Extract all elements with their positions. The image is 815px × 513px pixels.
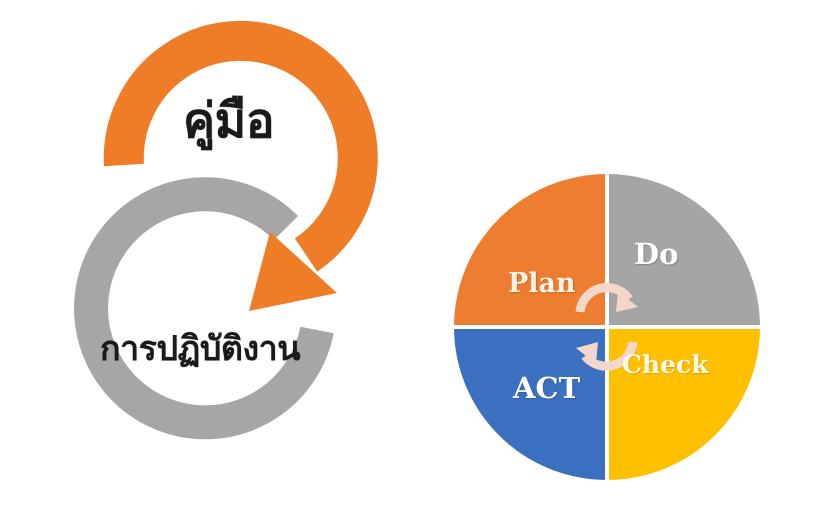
orange-arrowhead — [249, 232, 337, 311]
label-operation: การปฏิบัติงาน — [100, 329, 300, 369]
pdca-arrow-lower-head — [576, 342, 598, 364]
gray-ring-arc — [74, 177, 334, 440]
orange-cycle-arrow — [103, 20, 378, 311]
orange-ring-arc — [103, 20, 378, 272]
gray-cycle-arrow — [74, 177, 334, 440]
pdca-label-do: Do — [634, 237, 679, 271]
pdca-arrow-upper-head — [616, 291, 638, 312]
pdca-arrow-upper-arc — [575, 283, 633, 313]
pdca-label-act: ACT — [513, 371, 581, 405]
pdca-label-check: Check — [622, 350, 709, 379]
label-manual: คู่มือ — [183, 93, 275, 149]
pdca-quadrant-do[interactable] — [609, 172, 764, 325]
pdca-label-plan: Plan — [508, 268, 576, 299]
pdca-center-arrows — [575, 283, 638, 371]
pdca-arrow-lower-arc — [581, 341, 638, 371]
